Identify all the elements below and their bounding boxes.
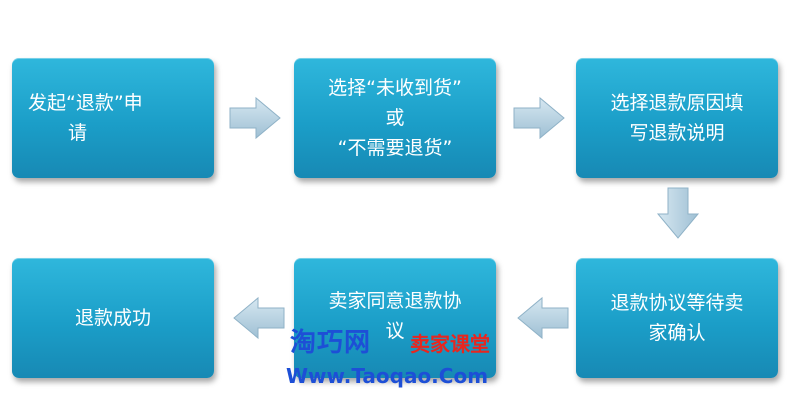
- step-4-line-1: 退款协议等待卖: [610, 292, 744, 314]
- step-2-line-2: 或: [385, 107, 405, 129]
- step-1-box: 发起“退款”申 请: [12, 58, 214, 178]
- step-6-box: 退款成功: [12, 258, 214, 378]
- watermark-tagline: 卖家课堂: [410, 332, 490, 356]
- arrow-left-1-icon: [517, 296, 569, 340]
- arrow-right-2-icon: [513, 96, 565, 140]
- arrow-right-1-icon: [229, 96, 281, 140]
- arrow-left-2-icon: [233, 296, 285, 340]
- watermark-brand: 淘巧网: [290, 328, 372, 358]
- step-2-box: 选择“未收到货” 或 “不需要退货”: [294, 58, 496, 178]
- arrow-down-icon: [656, 187, 700, 239]
- step-2-line-1: 选择“未收到货”: [328, 77, 462, 99]
- step-3-line-1: 选择退款原因填: [610, 92, 744, 114]
- step-4-line-2: 家确认: [648, 322, 706, 344]
- watermark-url: Www.Taoqao.Com: [286, 364, 489, 388]
- step-3-box: 选择退款原因填 写退款说明: [576, 58, 778, 178]
- step-5-box: 卖家同意退款协 议: [294, 258, 496, 378]
- step-1-line-1: 发起“退款”申: [28, 92, 143, 114]
- step-6-line-1: 退款成功: [74, 307, 151, 329]
- step-5-line-1: 卖家同意退款协: [328, 290, 462, 312]
- step-2-line-3: “不需要退货”: [337, 137, 453, 159]
- step-3-line-2: 写退款说明: [629, 122, 725, 144]
- step-4-box: 退款协议等待卖 家确认: [576, 258, 778, 378]
- step-1-line-2: 请: [68, 122, 88, 144]
- step-5-line-2: 议: [385, 320, 405, 342]
